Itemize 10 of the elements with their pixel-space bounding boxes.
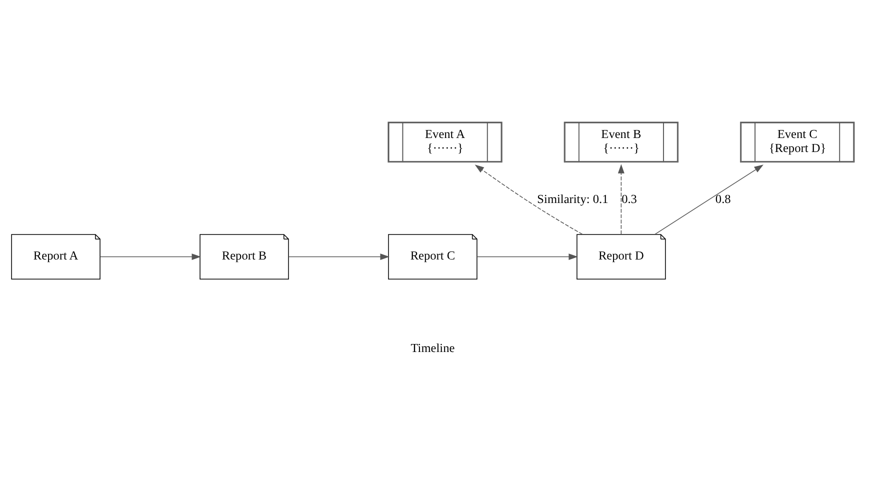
- arrow: [288, 254, 390, 260]
- arrow: [474, 164, 583, 235]
- label: Timeline: [410, 341, 455, 355]
- arrow: [100, 254, 202, 260]
- edge-label: 0.3: [622, 192, 637, 206]
- edge-label: Similarity: 0.1: [537, 192, 608, 206]
- arrow: [654, 164, 764, 235]
- arrow: [476, 254, 578, 260]
- arrow: [618, 164, 624, 235]
- edge-label: 0.8: [715, 192, 731, 206]
